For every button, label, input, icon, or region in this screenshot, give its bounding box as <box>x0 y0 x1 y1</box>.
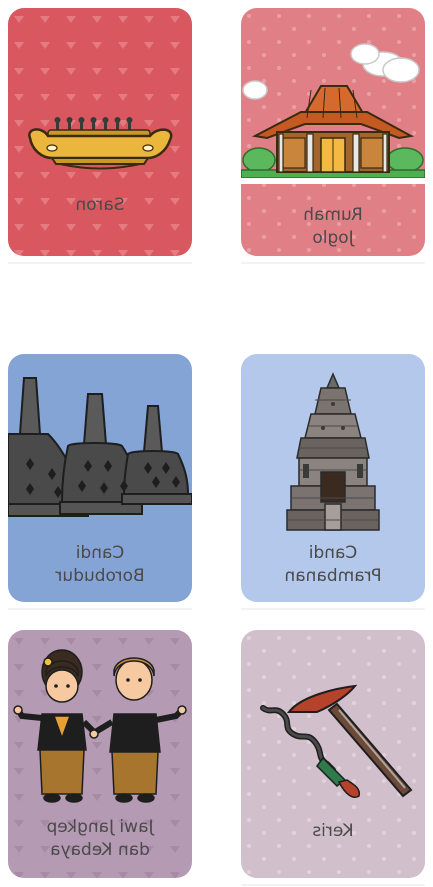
card-saron[interactable]: Saron <box>8 8 192 256</box>
temple-icon <box>286 372 380 531</box>
card-jawi-jangkep[interactable]: Jawi Jangkep dan Kebaya <box>8 630 192 878</box>
card-underline <box>8 608 192 610</box>
card-keris[interactable]: Keris <box>241 630 425 878</box>
saron-icon <box>28 117 173 170</box>
card-label: Candi Borobudur <box>55 543 145 586</box>
dot-pattern <box>241 630 425 878</box>
card-label: Saron <box>75 195 125 215</box>
card-label: Rumah Joglo <box>303 205 363 248</box>
house-icon <box>241 43 425 184</box>
card-candi-borobudur[interactable]: Candi Borobudur <box>8 354 192 602</box>
card-underline <box>241 608 425 610</box>
card-label: Keris <box>312 821 354 841</box>
card-candi-prambanan[interactable]: Candi Prambanan <box>241 354 425 602</box>
stupa-icon <box>8 377 192 517</box>
couple-icon <box>13 649 187 803</box>
card-rumah-joglo[interactable]: Rumah Joglo <box>241 8 425 256</box>
card-label: Candi Prambanan <box>284 543 382 586</box>
card-underline <box>241 262 425 264</box>
card-underline <box>241 884 425 886</box>
keris-icon <box>260 684 413 798</box>
triangle-pattern <box>8 630 192 878</box>
card-underline <box>8 262 192 264</box>
card-label: Jawi Jangkep dan Kebaya <box>46 817 154 860</box>
